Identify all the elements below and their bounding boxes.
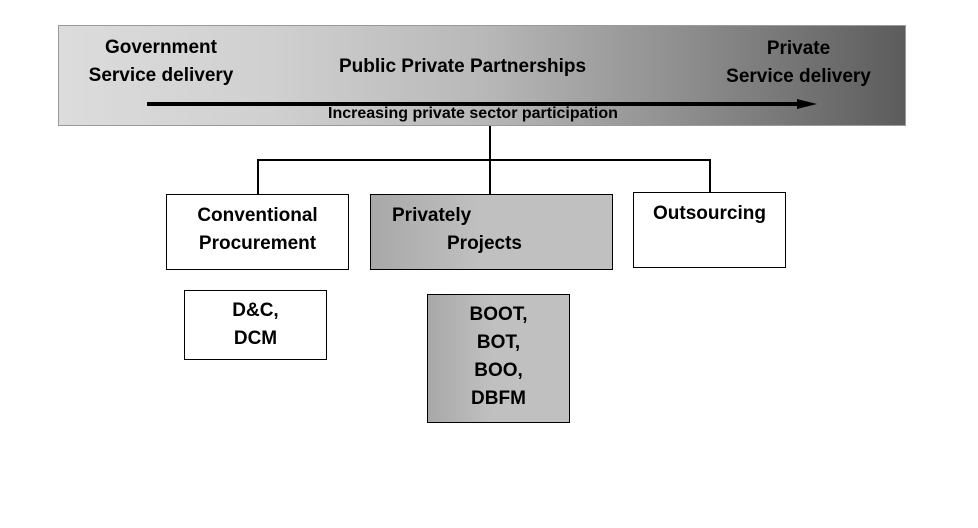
conventional-procurement-box: Conventional Procurement — [166, 194, 349, 270]
subtype-bot: BOT, — [476, 332, 521, 353]
private-service-delivery-label: Private Service delivery — [711, 35, 886, 91]
connector-right — [709, 159, 711, 193]
government-service-delivery-label: Government Service delivery — [75, 34, 247, 90]
privately-subtypes-box: BOOT, BOT, BOO, DBFM — [427, 294, 570, 423]
subtype-dcm: DCM — [233, 328, 278, 349]
privately-line2: Projects — [447, 233, 522, 254]
increasing-participation-arrow-icon — [147, 99, 817, 109]
outsourcing-box: Outsourcing — [633, 192, 786, 268]
privately-line1: Privately — [392, 205, 472, 226]
connector-horizontal — [257, 159, 710, 161]
subtype-dc: D&C, — [232, 300, 279, 321]
subtype-boot: BOOT, — [469, 304, 528, 325]
conventional-line2: Procurement — [198, 233, 317, 254]
ppp-spectrum-banner: Government Service delivery Public Priva… — [58, 25, 906, 126]
privately-projects-box: Privately Projects — [370, 194, 613, 270]
subtype-dbfm: DBFM — [471, 388, 526, 409]
connector-vertical-main — [489, 126, 491, 160]
conventional-line1: Conventional — [197, 205, 318, 226]
subtype-boo: BOO, — [474, 360, 523, 381]
private-label-line1: Private — [766, 38, 831, 59]
outsourcing-label: Outsourcing — [653, 203, 766, 224]
government-label-line1: Government — [105, 37, 217, 58]
government-label-line2: Service delivery — [88, 65, 234, 86]
connector-middle — [489, 159, 491, 195]
connector-left — [257, 159, 259, 195]
conventional-subtypes-box: D&C, DCM — [184, 290, 327, 360]
ppp-label: Public Private Partnerships — [339, 56, 587, 77]
arrow-label: Increasing private sector participation — [328, 105, 618, 122]
private-label-line2: Service delivery — [726, 66, 871, 87]
